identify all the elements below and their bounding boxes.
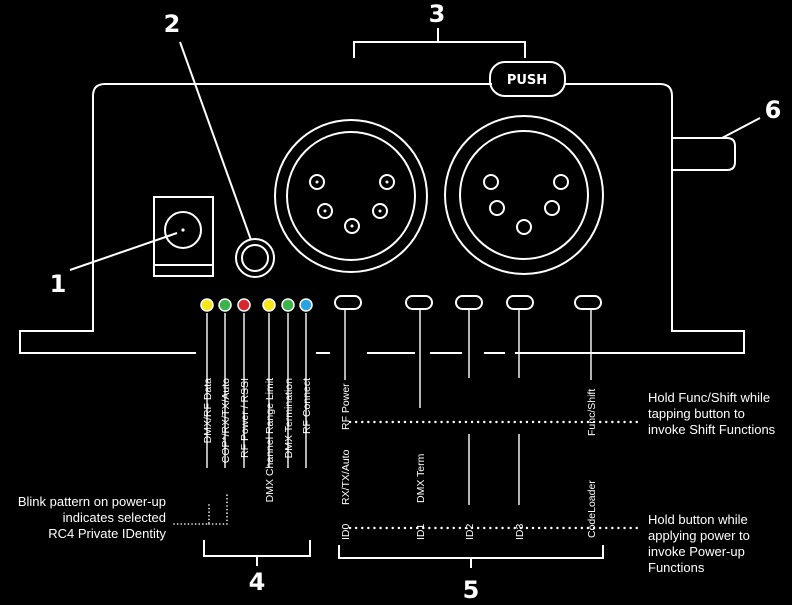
led-dmx-termination (281, 298, 295, 312)
blink-note-pointer (173, 493, 228, 525)
led-dmx-channel-range-limit (262, 298, 276, 312)
bracket-3 (353, 41, 526, 58)
svg-text:indicates selected: indicates selected (63, 510, 166, 525)
svg-text:RC4 Private IDentity: RC4 Private IDentity (48, 526, 166, 541)
button-label-func-shift: Func/Shift (586, 389, 598, 436)
xlr-connector-left (274, 119, 428, 273)
led-dmx-rf-data (200, 298, 214, 312)
callout-3: 3 (429, 0, 446, 28)
svg-text:tapping button to: tapping button to (648, 406, 745, 421)
led-label-dmx-rf-data: DMX/RF Data (202, 378, 214, 444)
led-label-cop-rx-tx-auto: COP*/RX/TX/Auto (220, 378, 232, 463)
svg-text:Blink pattern on power-up: Blink pattern on power-up (18, 494, 166, 509)
led-label-rf-connect: RF Connect (301, 378, 313, 434)
button-id3[interactable] (506, 295, 534, 310)
led-label-dmx-termination: DMX Termination (283, 378, 295, 458)
button-label-id3: ID3 (514, 524, 526, 541)
push-label: PUSH (507, 73, 547, 88)
button-leaders (344, 309, 592, 408)
device-outline (19, 83, 745, 354)
led-leaders (206, 313, 307, 468)
callout-4: 4 (249, 568, 266, 596)
led-cop-rx-tx-auto (218, 298, 232, 312)
led-rf-power-rssi (237, 298, 251, 312)
button-func-shift[interactable] (574, 295, 602, 310)
callout-6: 6 (765, 96, 782, 124)
bracket-4 (203, 540, 311, 557)
button-label-id1: ID1 (415, 524, 427, 541)
button-label-codeloader: CodeLoader (586, 480, 598, 538)
led-label-rf-power-rssi: RF Power / RSSI (239, 378, 251, 458)
button-label-rx-tx-auto: RX/TX/Auto (340, 449, 352, 505)
leader-6 (721, 117, 761, 139)
led-label-dmx-channel-range-limit: DMX Channel Range Limit (264, 378, 276, 502)
blink-note: Blink pattern on power-up indicates sele… (18, 494, 167, 541)
bracket-5 (338, 545, 604, 559)
led-rf-connect (299, 298, 313, 312)
round-port (235, 238, 275, 278)
button-id0[interactable] (334, 295, 362, 310)
callout-5: 5 (463, 576, 480, 604)
button-id2[interactable] (455, 295, 483, 310)
callout-2: 2 (164, 10, 181, 38)
callout-1: 1 (50, 270, 67, 298)
button-label-id2: ID2 (464, 524, 476, 541)
button-label-dmx-term: DMX Term (415, 453, 427, 503)
svg-text:Functions: Functions (648, 560, 705, 575)
svg-text:invoke Power-up: invoke Power-up (648, 544, 745, 559)
shift-note: Hold Func/Shift while tapping button to … (648, 390, 776, 437)
antenna-stub (672, 137, 736, 171)
svg-text:Hold button while: Hold button while (648, 512, 748, 527)
xlr-connector-right (444, 115, 604, 275)
svg-text:applying power to: applying power to (648, 528, 750, 543)
svg-text:Hold Func/Shift while: Hold Func/Shift while (648, 390, 770, 405)
button-id1[interactable] (405, 295, 433, 310)
power-jack (153, 196, 214, 277)
leader-1 (69, 232, 178, 271)
push-latch[interactable] (489, 61, 566, 97)
button-label-id0: ID0 (340, 524, 352, 541)
powerup-note: Hold button while applying power to invo… (648, 512, 750, 575)
leader-2 (179, 41, 252, 241)
button-label-rf-power: RF Power (340, 383, 352, 430)
svg-text:invoke Shift Functions: invoke Shift Functions (648, 422, 776, 437)
button-leaders-lower (468, 434, 520, 505)
